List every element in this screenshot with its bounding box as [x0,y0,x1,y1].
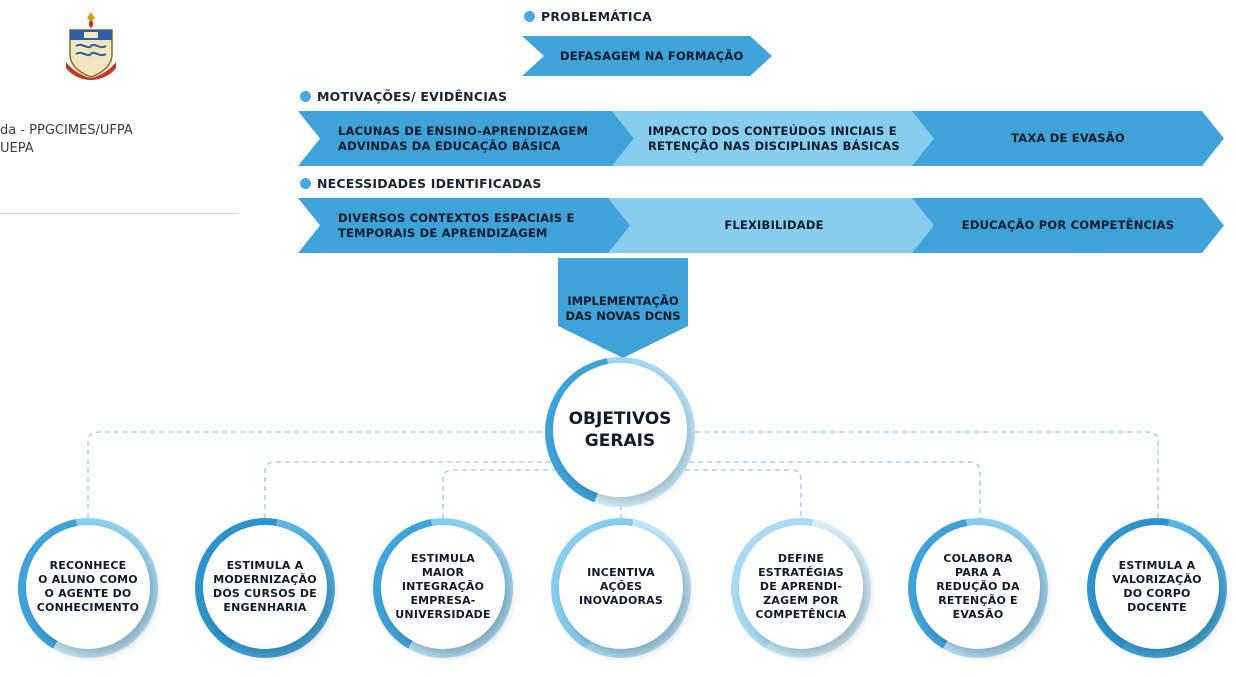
motivacao-item-2: IMPACTO DOS CONTEÚDOS INICIAIS E RETENÇÃ… [648,123,900,153]
goal-label-4: INCENTIVA AÇÕES INOVADORAS [578,566,664,607]
motivacao-arrow-1: LACUNAS DE ENSINO-APRENDIZAGEM ADVINDAS … [298,111,634,166]
goal-label-3: ESTIMULA MAIOR INTEGRAÇÃO EMPRESA- UNIVE… [395,552,491,621]
objetivos-label: OBJETIVOS GERAIS [568,409,672,451]
goal-label-7: ESTIMULA A VALORIZAÇÃO DO CORPO DOCENTE [1112,559,1202,614]
institution-label: UEPA [0,141,34,156]
goal-label-1: RECONHECE O ALUNO COMO O AGENTE DO CONHE… [36,559,140,614]
section-necessidades-title: NECESSIDADES IDENTIFICADAS [317,176,542,191]
necessidade-arrow-3: EDUCAÇÃO POR COMPETÊNCIAS [912,198,1224,253]
goal-circle-7: ESTIMULA A VALORIZAÇÃO DO CORPO DOCENTE [1095,525,1219,649]
problematica-arrow: DEFASAGEM NA FORMAÇÃO [522,36,772,76]
bullet-dot-icon [524,11,535,22]
program-label: da - PPGCIMES/UFPA [0,123,133,138]
goal-circle-2: ESTIMULA A MODERNIZAÇÃO DOS CURSOS DE EN… [203,525,327,649]
goal-circle-4: INCENTIVA AÇÕES INOVADORAS [559,525,683,649]
bullet-dot-icon [300,178,311,189]
section-problematica-title: PROBLEMÁTICA [541,9,653,24]
motivacao-arrow-3: TAXA DE EVASÃO [912,111,1224,166]
problematica-item: DEFASAGEM NA FORMAÇÃO [560,48,744,63]
goal-label-2: ESTIMULA A MODERNIZAÇÃO DOS CURSOS DE EN… [213,559,317,614]
necessidade-item-3: EDUCAÇÃO POR COMPETÊNCIAS [961,218,1175,232]
section-problematica: PROBLEMÁTICA [524,9,652,24]
section-motivacoes-title: MOTIVAÇÕES/ EVIDÊNCIAS [317,89,508,104]
goal-circle-5: DEFINE ESTRATÉGIAS DE APRENDI- ZAGEM POR… [739,525,863,649]
necessidade-item-2: FLEXIBILIDADE [724,218,824,232]
motivacao-item-1: LACUNAS DE ENSINO-APRENDIZAGEM ADVINDAS … [338,123,589,153]
goal-label-5: DEFINE ESTRATÉGIAS DE APRENDI- ZAGEM POR… [755,552,847,621]
motivacao-item-3: TAXA DE EVASÃO [1011,131,1125,145]
necessidade-arrow-2: FLEXIBILIDADE [608,198,940,253]
university-crest-logo [66,12,116,80]
implementation-label: IMPLEMENTAÇÃO DAS NOVAS DCNS [565,294,681,323]
objetivos-circle: OBJETIVOS GERAIS [553,363,687,497]
necessidade-arrow-1: DIVERSOS CONTEXTOS ESPACIAIS E TEMPORAIS… [298,198,634,253]
goal-circle-1: RECONHECE O ALUNO COMO O AGENTE DO CONHE… [26,525,150,649]
goal-circle-3: ESTIMULA MAIOR INTEGRAÇÃO EMPRESA- UNIVE… [381,525,505,649]
goal-label-6: COLABORA PARA A REDUÇÃO DA RETENÇÃO E EV… [936,552,1020,621]
necessidade-item-1: DIVERSOS CONTEXTOS ESPACIAIS E TEMPORAIS… [338,210,575,240]
section-necessidades: NECESSIDADES IDENTIFICADAS [300,176,542,191]
motivacao-arrow-2: IMPACTO DOS CONTEÚDOS INICIAIS E RETENÇÃ… [612,111,938,166]
bullet-dot-icon [300,91,311,102]
goal-circle-6: COLABORA PARA A REDUÇÃO DA RETENÇÃO E EV… [916,525,1040,649]
divider-line [0,213,238,214]
section-motivacoes: MOTIVAÇÕES/ EVIDÊNCIAS [300,89,507,104]
